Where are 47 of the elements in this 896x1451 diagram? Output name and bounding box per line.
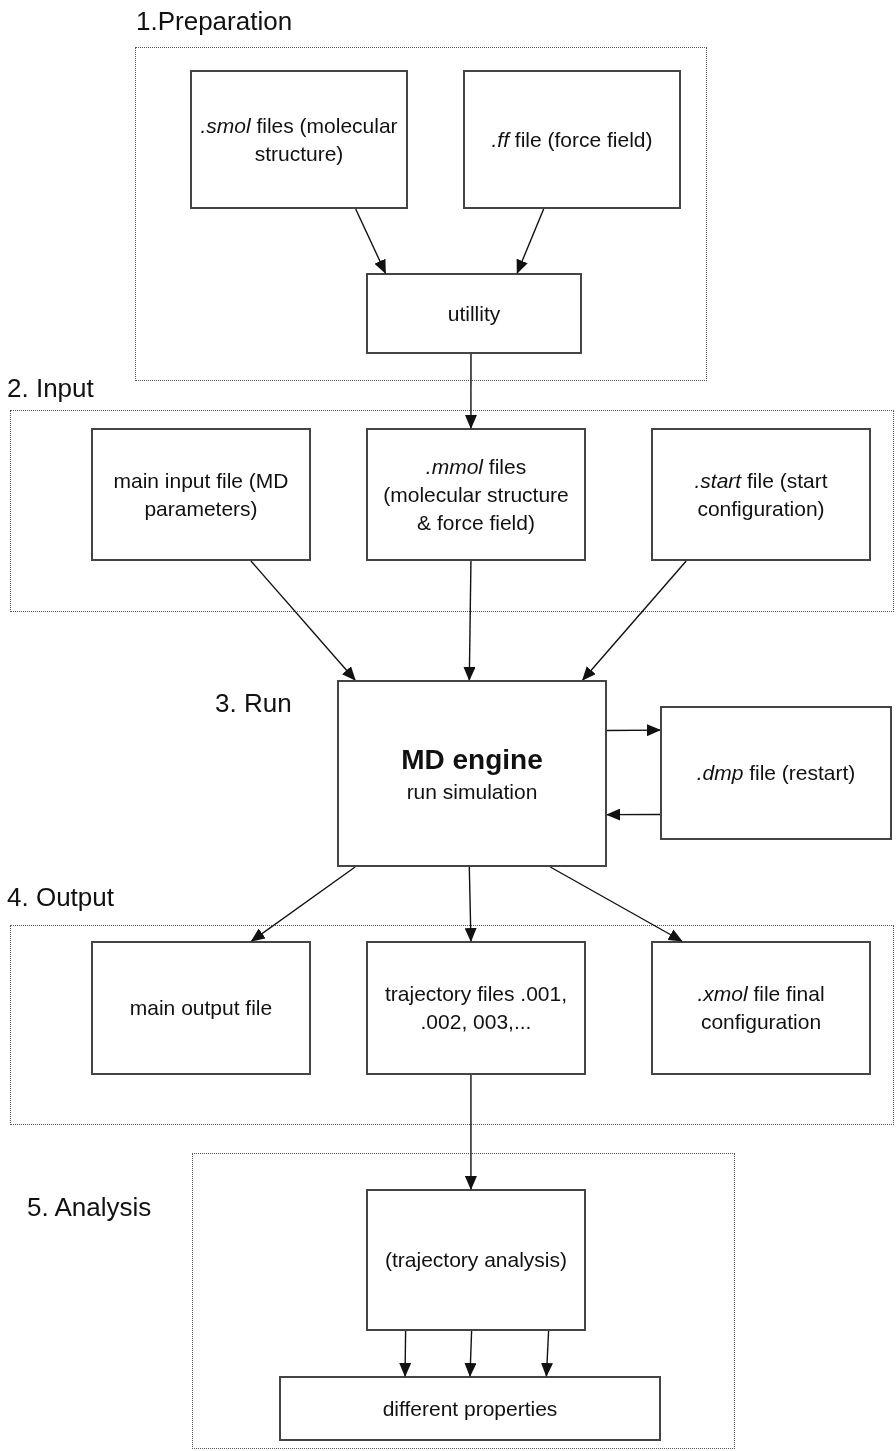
process-box bbox=[366, 941, 586, 1075]
stage-heading: 2. Input bbox=[7, 373, 94, 403]
process-box bbox=[366, 1189, 586, 1331]
arrow bbox=[541, 1330, 554, 1377]
stage-heading: 1.Preparation bbox=[136, 6, 293, 36]
box-text: (trajectory analysis) bbox=[384, 1247, 568, 1273]
arrow bbox=[606, 724, 661, 737]
box-text: trajectory files .001, .002, 003,... bbox=[383, 981, 569, 1035]
arrow bbox=[250, 866, 356, 942]
box-text: utillity bbox=[447, 300, 501, 327]
stage-heading: 5. Analysis bbox=[27, 1192, 152, 1222]
arrow bbox=[582, 560, 687, 681]
box-text: .mmol files (molecular structure & force field) bbox=[382, 453, 570, 536]
arrow bbox=[250, 560, 356, 681]
box-text: .xmol file final configuration bbox=[696, 981, 826, 1035]
arrow bbox=[516, 208, 545, 274]
process-box bbox=[91, 428, 311, 561]
engine-box bbox=[337, 680, 607, 867]
process-box bbox=[651, 428, 871, 561]
arrow bbox=[606, 808, 661, 821]
box-text: main input file (MD parameters) bbox=[112, 467, 290, 522]
arrow bbox=[464, 866, 477, 942]
process-box bbox=[660, 706, 892, 840]
box-text: run simulation bbox=[406, 778, 538, 805]
stage-heading: 3. Run bbox=[215, 688, 292, 719]
arrow bbox=[464, 1074, 477, 1190]
box-text: .dmp file (restart) bbox=[696, 760, 856, 786]
process-box bbox=[651, 941, 871, 1075]
arrow bbox=[464, 353, 477, 429]
process-box bbox=[91, 941, 311, 1075]
arrow bbox=[464, 1330, 477, 1377]
process-box bbox=[366, 273, 582, 354]
box-text: .smol files (molecular structure) bbox=[200, 112, 398, 167]
box-title: MD engine bbox=[401, 742, 543, 777]
arrow bbox=[463, 560, 476, 681]
box-text: .start file (start configuration) bbox=[693, 467, 829, 522]
stage-heading: 4. Output bbox=[7, 882, 114, 912]
process-box bbox=[279, 1376, 661, 1441]
arrow bbox=[399, 1330, 412, 1377]
process-box bbox=[366, 428, 586, 561]
arrow bbox=[355, 208, 387, 274]
process-box bbox=[190, 70, 408, 209]
box-text: .ff file (force field) bbox=[491, 126, 653, 153]
arrow bbox=[549, 866, 683, 942]
box-text: different properties bbox=[382, 1395, 558, 1422]
process-box bbox=[463, 70, 681, 209]
box-text: main output file bbox=[129, 995, 273, 1021]
